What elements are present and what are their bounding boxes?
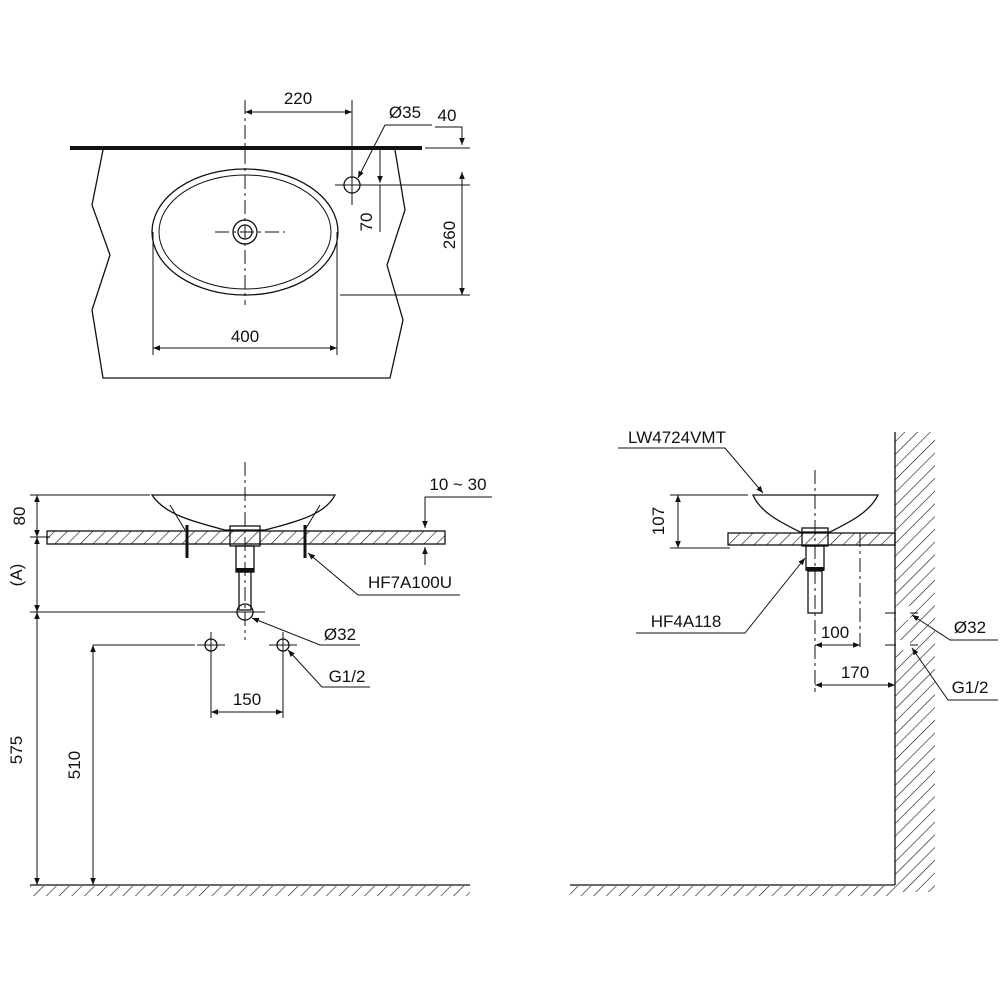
- top-view: 220 Ø35 40 260 70 400: [70, 89, 470, 379]
- label-fixing-kit: HF7A100U: [368, 573, 452, 592]
- dim-supply-spacing: 150: [233, 690, 261, 709]
- dim-basin-height: 80: [10, 507, 29, 526]
- side-view: 107 LW4724VMT HF4A118 100 170 Ø32 G1/2: [570, 428, 998, 896]
- label-outlet: Ø32: [324, 625, 356, 644]
- dim-depth: 260: [440, 221, 459, 249]
- basin-profile: [752, 494, 880, 533]
- dim-faucet-depth: 70: [357, 213, 376, 232]
- dim-supply-height: 510: [65, 751, 84, 779]
- dim-faucet-hole: Ø35: [389, 103, 421, 122]
- countertop-section: [727, 532, 896, 546]
- countertop-section: [46, 530, 446, 545]
- label-drain-model: HF4A118: [651, 612, 722, 631]
- wall-section: [895, 432, 935, 892]
- label-basin-model: LW4724VMT: [628, 428, 726, 447]
- dim-drain-wall: 100: [821, 623, 849, 642]
- dim-center-wall: 170: [841, 663, 869, 682]
- dim-outlet-height: 575: [7, 736, 26, 764]
- front-view: 80 10 ~ 30 (A) 575 150 510 HF7A100U Ø32 …: [7, 462, 492, 896]
- countertop-outline: [91, 149, 406, 379]
- basin-profile: [150, 494, 337, 531]
- dim-basin-height: 107: [649, 507, 668, 535]
- dim-counter-thickness: 10 ~ 30: [429, 475, 486, 494]
- dim-counter-edge: 40: [438, 106, 457, 125]
- dim-width: 400: [231, 327, 259, 346]
- dim-drain-height: (A): [7, 564, 26, 587]
- dim-faucet-offset: 220: [284, 89, 312, 108]
- label-outlet: Ø32: [954, 618, 986, 637]
- label-supply: G1/2: [952, 678, 989, 697]
- label-supply: G1/2: [329, 667, 366, 686]
